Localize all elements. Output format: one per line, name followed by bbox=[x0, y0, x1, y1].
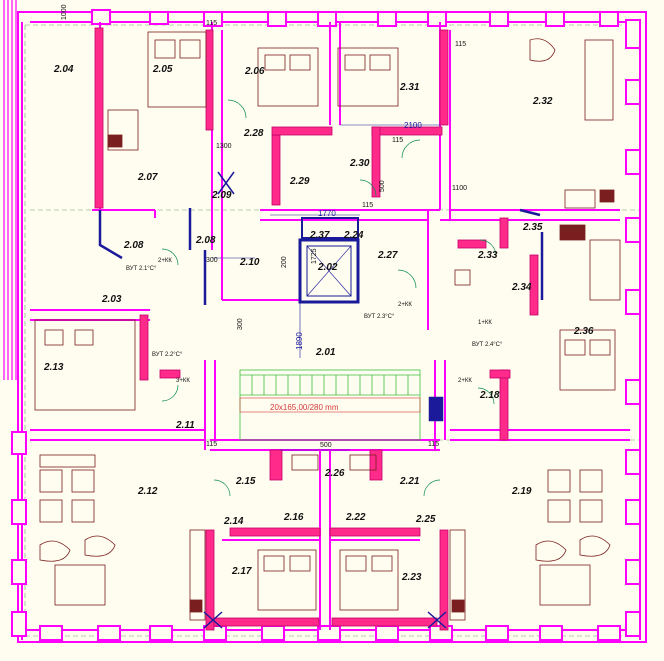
room-label-2-03: 2.03 bbox=[101, 294, 122, 305]
dim-1890: 1890 bbox=[295, 332, 304, 350]
dim-1000: 1000 bbox=[61, 4, 68, 20]
dim-2100: 2100 bbox=[404, 121, 422, 130]
room-label-2-08b: 2.08 bbox=[195, 235, 216, 246]
dim-200: 200 bbox=[281, 256, 288, 268]
apt-note-2-1: ВУТ 2.1°С° bbox=[126, 266, 157, 272]
room-label-2-37: 2.37 bbox=[309, 230, 330, 241]
room-label-2-24: 2.24 bbox=[343, 230, 364, 241]
room-label-2-31: 2.31 bbox=[399, 82, 420, 93]
room-label-2-12: 2.12 bbox=[137, 486, 158, 497]
elevator-shaft bbox=[298, 217, 360, 304]
room-label-2-15: 2.15 bbox=[235, 476, 256, 487]
room-label-2-34: 2.34 bbox=[511, 282, 532, 293]
apt-note-2-2: ВУТ 2.2°С° bbox=[152, 352, 183, 358]
room-label-2-22: 2.22 bbox=[345, 512, 366, 523]
room-label-2-26: 2.26 bbox=[324, 468, 345, 479]
room-label-2-13: 2.13 bbox=[43, 362, 64, 373]
dimension-labels: 1000 115 115 115 115 115 115 2100 1770 1… bbox=[61, 4, 467, 449]
dim-115-f: 115 bbox=[428, 441, 439, 448]
apt-note-2-3: ВУТ 2.3°С° bbox=[364, 314, 395, 320]
dim-1770: 1770 bbox=[318, 209, 336, 218]
dim-115-d: 115 bbox=[362, 202, 373, 209]
dim-1300: 1300 bbox=[216, 143, 232, 150]
room-label-2-06: 2.06 bbox=[244, 66, 265, 77]
dim-1725: 1725 bbox=[311, 248, 318, 264]
dim-300-a: 300 bbox=[206, 257, 218, 264]
room-label-2-10: 2.10 bbox=[239, 257, 260, 268]
room-label-2-07: 2.07 bbox=[137, 172, 158, 183]
stair-note: 20x165,00/280 mm bbox=[270, 403, 339, 412]
room-label-2-29: 2.29 bbox=[289, 176, 310, 187]
layout-kk-4: 1+КК bbox=[478, 320, 492, 326]
filled-walls bbox=[94, 27, 539, 631]
blue-wall-details bbox=[98, 208, 544, 422]
room-label-2-21: 2.21 bbox=[399, 476, 420, 487]
room-label-2-11: 2.11 bbox=[175, 420, 195, 431]
room-label-2-23: 2.23 bbox=[401, 572, 422, 583]
room-label-2-04: 2.04 bbox=[53, 64, 74, 75]
layout-kk-2: 3+КК bbox=[176, 378, 190, 384]
door-swings bbox=[161, 99, 497, 497]
dim-1100: 1100 bbox=[452, 185, 467, 192]
layout-kk-3: 2+КК bbox=[398, 302, 412, 308]
room-label-2-16: 2.16 bbox=[283, 512, 304, 523]
room-label-2-08: 2.08 bbox=[123, 240, 144, 251]
room-label-2-14: 2.14 bbox=[223, 516, 244, 527]
notes: ВУТ 2.1°С° ВУТ 2.2°С° ВУТ 2.3°С° ВУТ 2.4… bbox=[126, 258, 503, 412]
layout-kk-5: 2+КК bbox=[458, 378, 472, 384]
room-label-2-09: 2.09 bbox=[211, 190, 232, 201]
staircase bbox=[239, 369, 421, 441]
perimeter-columns bbox=[11, 9, 641, 641]
dim-115-c: 115 bbox=[392, 137, 403, 144]
room-label-2-32: 2.32 bbox=[532, 96, 553, 107]
dim-115-b: 115 bbox=[455, 41, 466, 48]
apt-note-2-4: ВУТ 2.4°С° bbox=[472, 342, 503, 348]
room-label-2-28: 2.28 bbox=[243, 128, 264, 139]
room-label-2-19: 2.19 bbox=[511, 486, 532, 497]
dim-500-b: 500 bbox=[379, 180, 386, 192]
room-label-2-18: 2.18 bbox=[479, 390, 500, 401]
room-label-2-33: 2.33 bbox=[477, 250, 498, 261]
dim-500-a: 500 bbox=[320, 442, 332, 449]
room-label-2-36: 2.36 bbox=[573, 326, 594, 337]
room-label-2-30: 2.30 bbox=[349, 158, 370, 169]
furniture bbox=[34, 31, 621, 621]
dim-300-b: 300 bbox=[237, 318, 244, 330]
left-edge bbox=[3, 0, 17, 380]
room-label-2-27: 2.27 bbox=[377, 250, 398, 261]
room-label-2-17: 2.17 bbox=[231, 566, 252, 577]
dim-115-e: 115 bbox=[206, 441, 217, 448]
room-label-2-25: 2.25 bbox=[415, 514, 436, 525]
room-label-2-05: 2.05 bbox=[152, 64, 173, 75]
cross-markers bbox=[203, 171, 447, 629]
layout-kk-1: 2+КК bbox=[158, 258, 172, 264]
room-label-2-01: 2.01 bbox=[315, 347, 336, 358]
room-label-2-35: 2.35 bbox=[522, 222, 543, 233]
room-labels: 2.04 2.05 2.06 2.31 2.32 2.07 2.28 2.29 … bbox=[43, 64, 594, 583]
room-label-2-02: 2.02 bbox=[317, 262, 338, 273]
dim-115-a: 115 bbox=[206, 20, 217, 27]
dimension-lines bbox=[212, 124, 440, 451]
